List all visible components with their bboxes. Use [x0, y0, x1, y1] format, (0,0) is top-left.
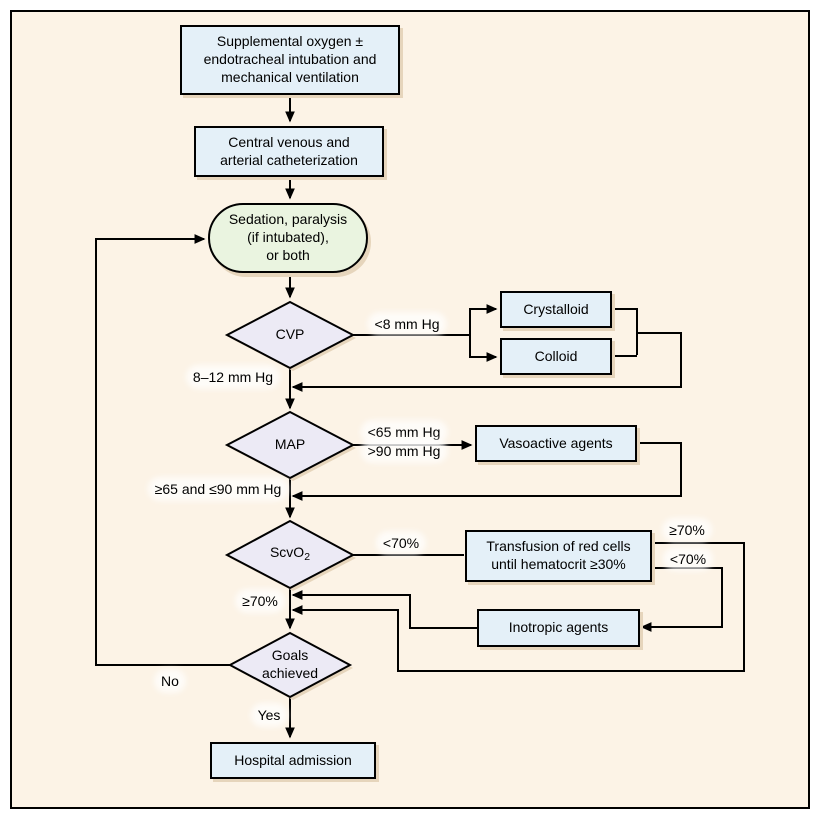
map-diamond [224, 410, 356, 480]
node-sedation: Sedation, paralysis (if intubated), or b… [208, 203, 368, 273]
node-goals-label: Goals achieved [261, 647, 319, 681]
node-sedation-label: Sedation, paralysis (if intubated), or b… [228, 211, 348, 263]
goals-diamond [227, 631, 353, 699]
node-transfusion-label: Transfusion of red cells until hematocri… [486, 538, 631, 572]
edge-vasoactive-return-to-map-line [291, 442, 682, 501]
edge-label-transfusion-low: <70% [666, 551, 710, 567]
node-hospital-admission: Hospital admission [210, 742, 376, 779]
edge-label-cvp-target: 8–12 mm Hg [189, 369, 277, 385]
scvo2-subscript: 2 [304, 551, 311, 564]
diagram-frame [10, 10, 810, 809]
edge-transfusion-high-return [291, 542, 745, 672]
node-map-label: MAP [274, 436, 306, 453]
node-colloid: Colloid [500, 338, 612, 375]
decision-diamonds [224, 300, 356, 700]
edge-goals-no-loop [95, 234, 230, 666]
edge-label-scvo2-target: ≥70% [239, 593, 281, 609]
node-crystalloid: Crystalloid [500, 291, 612, 328]
edge-transfusion-low-to-inotropic [640, 567, 723, 632]
edge-inotropic-return [291, 590, 477, 629]
node-catheterization-label: Central venous and arterial catheterizat… [220, 133, 358, 168]
edge-label-no: No [158, 673, 182, 689]
scvo2-diamond [224, 519, 356, 590]
node-transfusion: Transfusion of red cells until hematocri… [465, 530, 652, 582]
node-scvo2-label: ScvO2 [227, 521, 353, 588]
edge-label-map-high: >90 mm Hg [364, 443, 444, 459]
edge-label-map-low: <65 mm Hg [364, 424, 444, 440]
node-cvp-label: CVP [275, 326, 305, 343]
edge-label-map-target: ≥65 and ≤90 mm Hg [151, 481, 285, 497]
node-inotropic-agents: Inotropic agents [477, 609, 640, 647]
edge-label-cvp-low: <8 mm Hg [371, 316, 443, 332]
node-supplemental-oxygen: Supplemental oxygen ± endotracheal intub… [180, 25, 400, 95]
node-supplemental-oxygen-label: Supplemental oxygen ± endotracheal intub… [203, 33, 377, 85]
scvo2-text: ScvO [269, 544, 305, 561]
node-catheterization: Central venous and arterial catheterizat… [194, 126, 384, 177]
node-vasoactive-agents: Vasoactive agents [475, 425, 637, 462]
edge-fluids-return-to-cvp-line [291, 332, 682, 392]
edge-label-scvo2-low: <70% [379, 535, 423, 551]
edge-crystalloid-out [612, 308, 638, 355]
cvp-diamond [224, 300, 356, 370]
edge-label-yes: Yes [254, 707, 284, 723]
edge-label-transfusion-high: ≥70% [666, 522, 708, 538]
